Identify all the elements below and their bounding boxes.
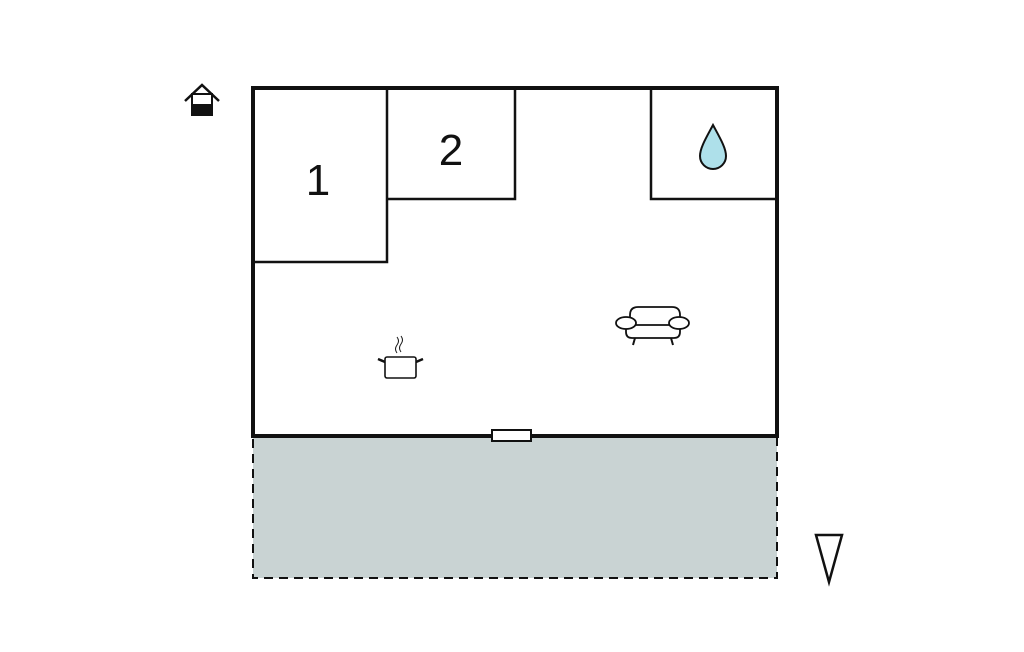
water-drop-icon (698, 122, 728, 170)
sofa-icon (615, 306, 690, 346)
bathroom (649, 88, 777, 201)
terrace (252, 435, 778, 579)
north-arrow-icon (814, 533, 844, 587)
cooking-pot-icon (377, 335, 424, 379)
house-icon (184, 83, 220, 116)
room-1 (253, 88, 389, 264)
room-2 (387, 88, 517, 201)
room-2-label: 2 (439, 126, 463, 175)
door-icon (491, 429, 532, 442)
room-1-label: 1 (306, 156, 330, 205)
